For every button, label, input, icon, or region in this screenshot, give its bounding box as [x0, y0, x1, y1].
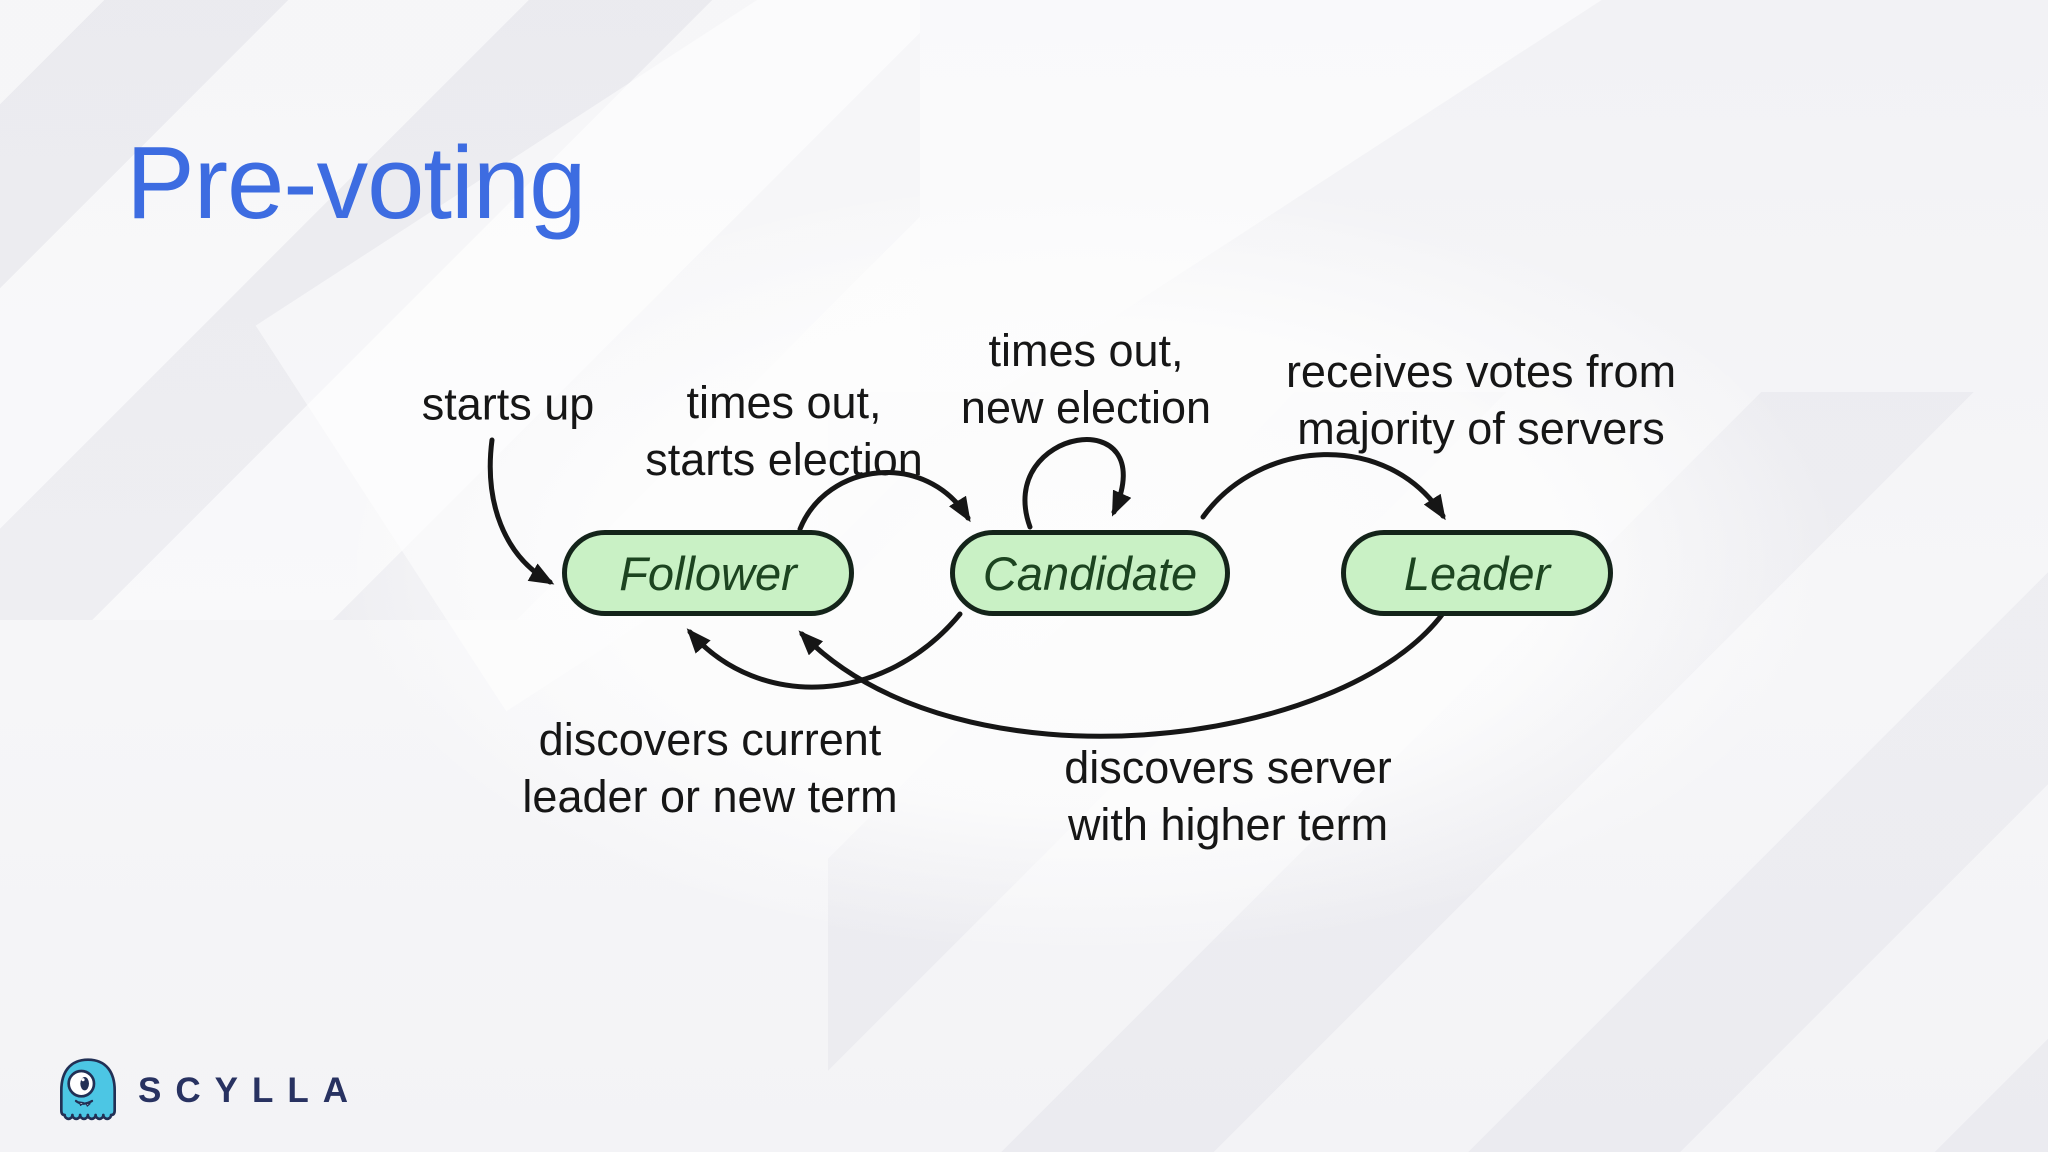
arrow-follower-to-candidate	[797, 470, 971, 532]
arrow-starts-up	[487, 437, 555, 585]
page-title: Pre-voting	[126, 125, 586, 240]
arrow-candidate-to-leader	[1200, 452, 1446, 521]
arrow-candidate-to-follower	[686, 611, 963, 690]
state-follower: Follower	[562, 530, 854, 616]
transition-label-times-out-new-election: times out, new election	[960, 325, 1212, 433]
arrow-candidate-self-loop	[1022, 437, 1132, 530]
arrow-leader-to-follower	[798, 609, 1447, 739]
transition-label-discovers-higher-term: discovers server with higher term	[1064, 742, 1392, 850]
brand-wordmark: SCYLLA	[138, 1071, 362, 1110]
state-leader: Leader	[1341, 530, 1613, 616]
transition-label-times-out-starts-election: times out, starts election	[645, 377, 923, 485]
scylla-monster-icon	[59, 1058, 116, 1121]
transition-label-discovers-current-leader: discovers current leader or new term	[522, 714, 898, 822]
transition-label-receives-votes: receives votes from majority of servers	[1285, 346, 1677, 454]
transition-label-starts-up: starts up	[421, 378, 595, 430]
brand-footer: SCYLLA	[56, 1054, 362, 1124]
state-candidate: Candidate	[950, 530, 1230, 616]
